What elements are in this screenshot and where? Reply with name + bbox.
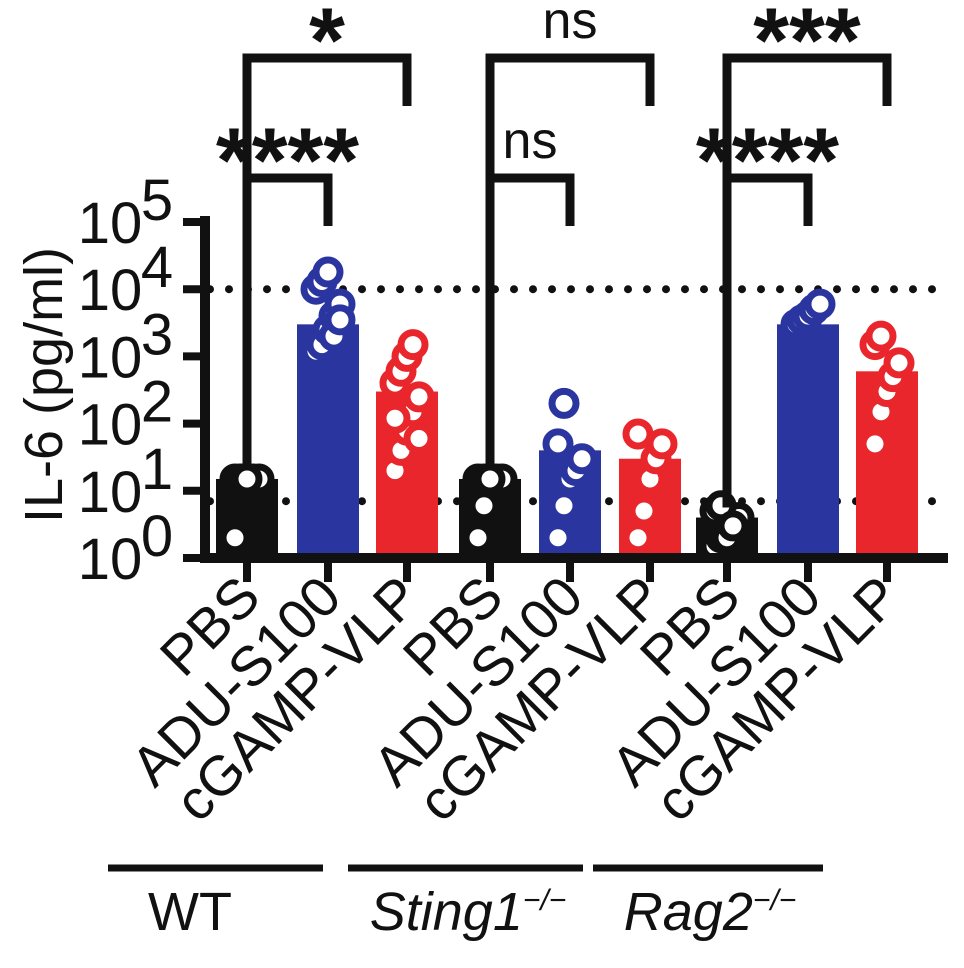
y-tick-base: 10 <box>78 460 143 525</box>
data-point <box>542 428 574 460</box>
significance-label: **** <box>216 110 359 212</box>
significance-bracket <box>242 53 412 469</box>
data-points <box>219 256 915 562</box>
y-tick-exponent: 1 <box>141 437 173 502</box>
group-label: WT <box>148 882 232 942</box>
data-point <box>566 443 598 475</box>
y-tick-exponent: 5 <box>141 168 173 233</box>
group-label-name: Sting1 <box>370 882 523 942</box>
group-label-superscript: −/− <box>523 884 566 917</box>
data-point <box>468 490 500 522</box>
significance-label: ns <box>543 0 598 50</box>
data-point <box>548 387 580 419</box>
y-tick-base: 10 <box>78 527 143 592</box>
data-point <box>397 329 429 361</box>
data-point <box>312 256 344 288</box>
data-point <box>474 463 506 495</box>
data-point <box>231 463 263 495</box>
category-labels: PBSADU-S100cGAMP-VLPPBSADU-S100cGAMP-VLP… <box>119 558 911 833</box>
data-point <box>804 288 836 320</box>
data-point <box>883 347 915 379</box>
data-point <box>717 510 749 542</box>
y-tick-base: 10 <box>78 191 143 256</box>
y-tick-exponent: 3 <box>141 302 173 367</box>
data-point <box>403 423 435 455</box>
significance-bracket <box>722 53 892 508</box>
data-point <box>622 522 654 554</box>
y-tick-exponent: 0 <box>141 504 173 569</box>
data-point <box>865 320 897 352</box>
y-tick-base: 10 <box>78 258 143 323</box>
bar-7 <box>777 324 839 558</box>
data-point <box>622 418 654 450</box>
data-point <box>219 522 251 554</box>
data-point <box>646 428 678 460</box>
data-point <box>379 402 411 434</box>
group-label-superscript: −/− <box>753 884 796 917</box>
y-tick-base: 10 <box>78 325 143 390</box>
significance-label: *** <box>753 0 861 92</box>
significance-bracket <box>485 173 575 469</box>
data-point <box>462 522 494 554</box>
data-point <box>628 495 660 527</box>
group-label: Sting1−/− <box>370 882 567 942</box>
data-point <box>324 304 356 336</box>
y-tick-exponent: 4 <box>141 235 173 300</box>
data-point <box>403 381 435 413</box>
group-label-name: Rag2 <box>624 882 753 942</box>
group-label: Rag2−/− <box>624 882 796 942</box>
data-point <box>859 428 891 460</box>
data-point <box>542 522 574 554</box>
significance-label: * <box>309 0 345 92</box>
y-tick-exponent: 2 <box>141 370 173 435</box>
group-label-name: WT <box>148 882 232 942</box>
y-axis-label: IL-6 (pg/ml) <box>14 247 74 523</box>
significance-bracket <box>485 53 655 469</box>
significance-label: ns <box>503 112 558 170</box>
significance-label: **** <box>696 110 839 212</box>
y-tick-base: 10 <box>78 393 143 458</box>
data-point <box>548 490 580 522</box>
